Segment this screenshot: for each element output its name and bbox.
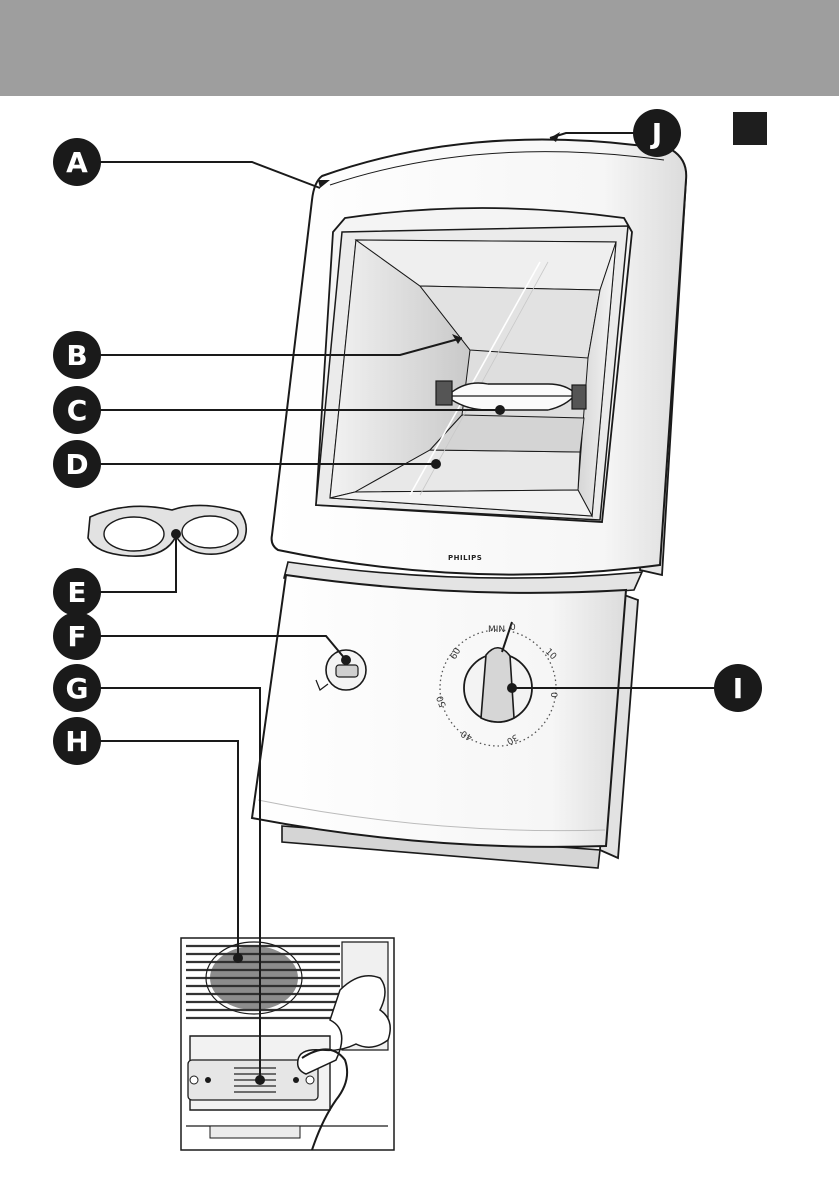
callout-D: D: [53, 440, 101, 488]
callout-I-label: I: [733, 672, 743, 705]
timer-mark-0: 0: [510, 623, 516, 633]
base-unit: [252, 575, 638, 868]
goggle-lens-left: [104, 517, 164, 551]
callout-G: G: [53, 664, 101, 712]
callout-F-label: F: [67, 620, 86, 653]
brand-logo: PHILIPS: [448, 554, 482, 562]
rear-view-inset: [181, 938, 394, 1150]
callout-I: I: [714, 664, 762, 712]
callout-H-label: H: [65, 725, 88, 758]
protective-goggles: [88, 505, 246, 556]
timer-mark-20: 0: [548, 692, 558, 698]
callout-C-label: C: [67, 394, 88, 427]
callout-B-label: B: [66, 339, 87, 372]
callout-J-label: J: [650, 117, 662, 150]
goggle-lens-right: [182, 516, 238, 548]
lamp-housing: [272, 140, 687, 575]
bulb-holder-right: [572, 385, 586, 409]
callout-A: A: [53, 138, 101, 186]
bulb-holder-left: [436, 381, 452, 405]
callout-J: J: [633, 109, 681, 157]
callout-C: C: [53, 386, 101, 434]
callout-H: H: [53, 717, 101, 765]
callout-E-label: E: [67, 576, 86, 609]
callout-A-label: A: [66, 146, 88, 179]
timer-min-label: MIN: [488, 625, 505, 635]
callout-D-label: D: [65, 448, 88, 481]
callout-G-label: G: [66, 672, 89, 705]
callout-E: E: [53, 568, 101, 616]
callout-B: B: [53, 331, 101, 379]
callout-F: F: [53, 612, 101, 660]
